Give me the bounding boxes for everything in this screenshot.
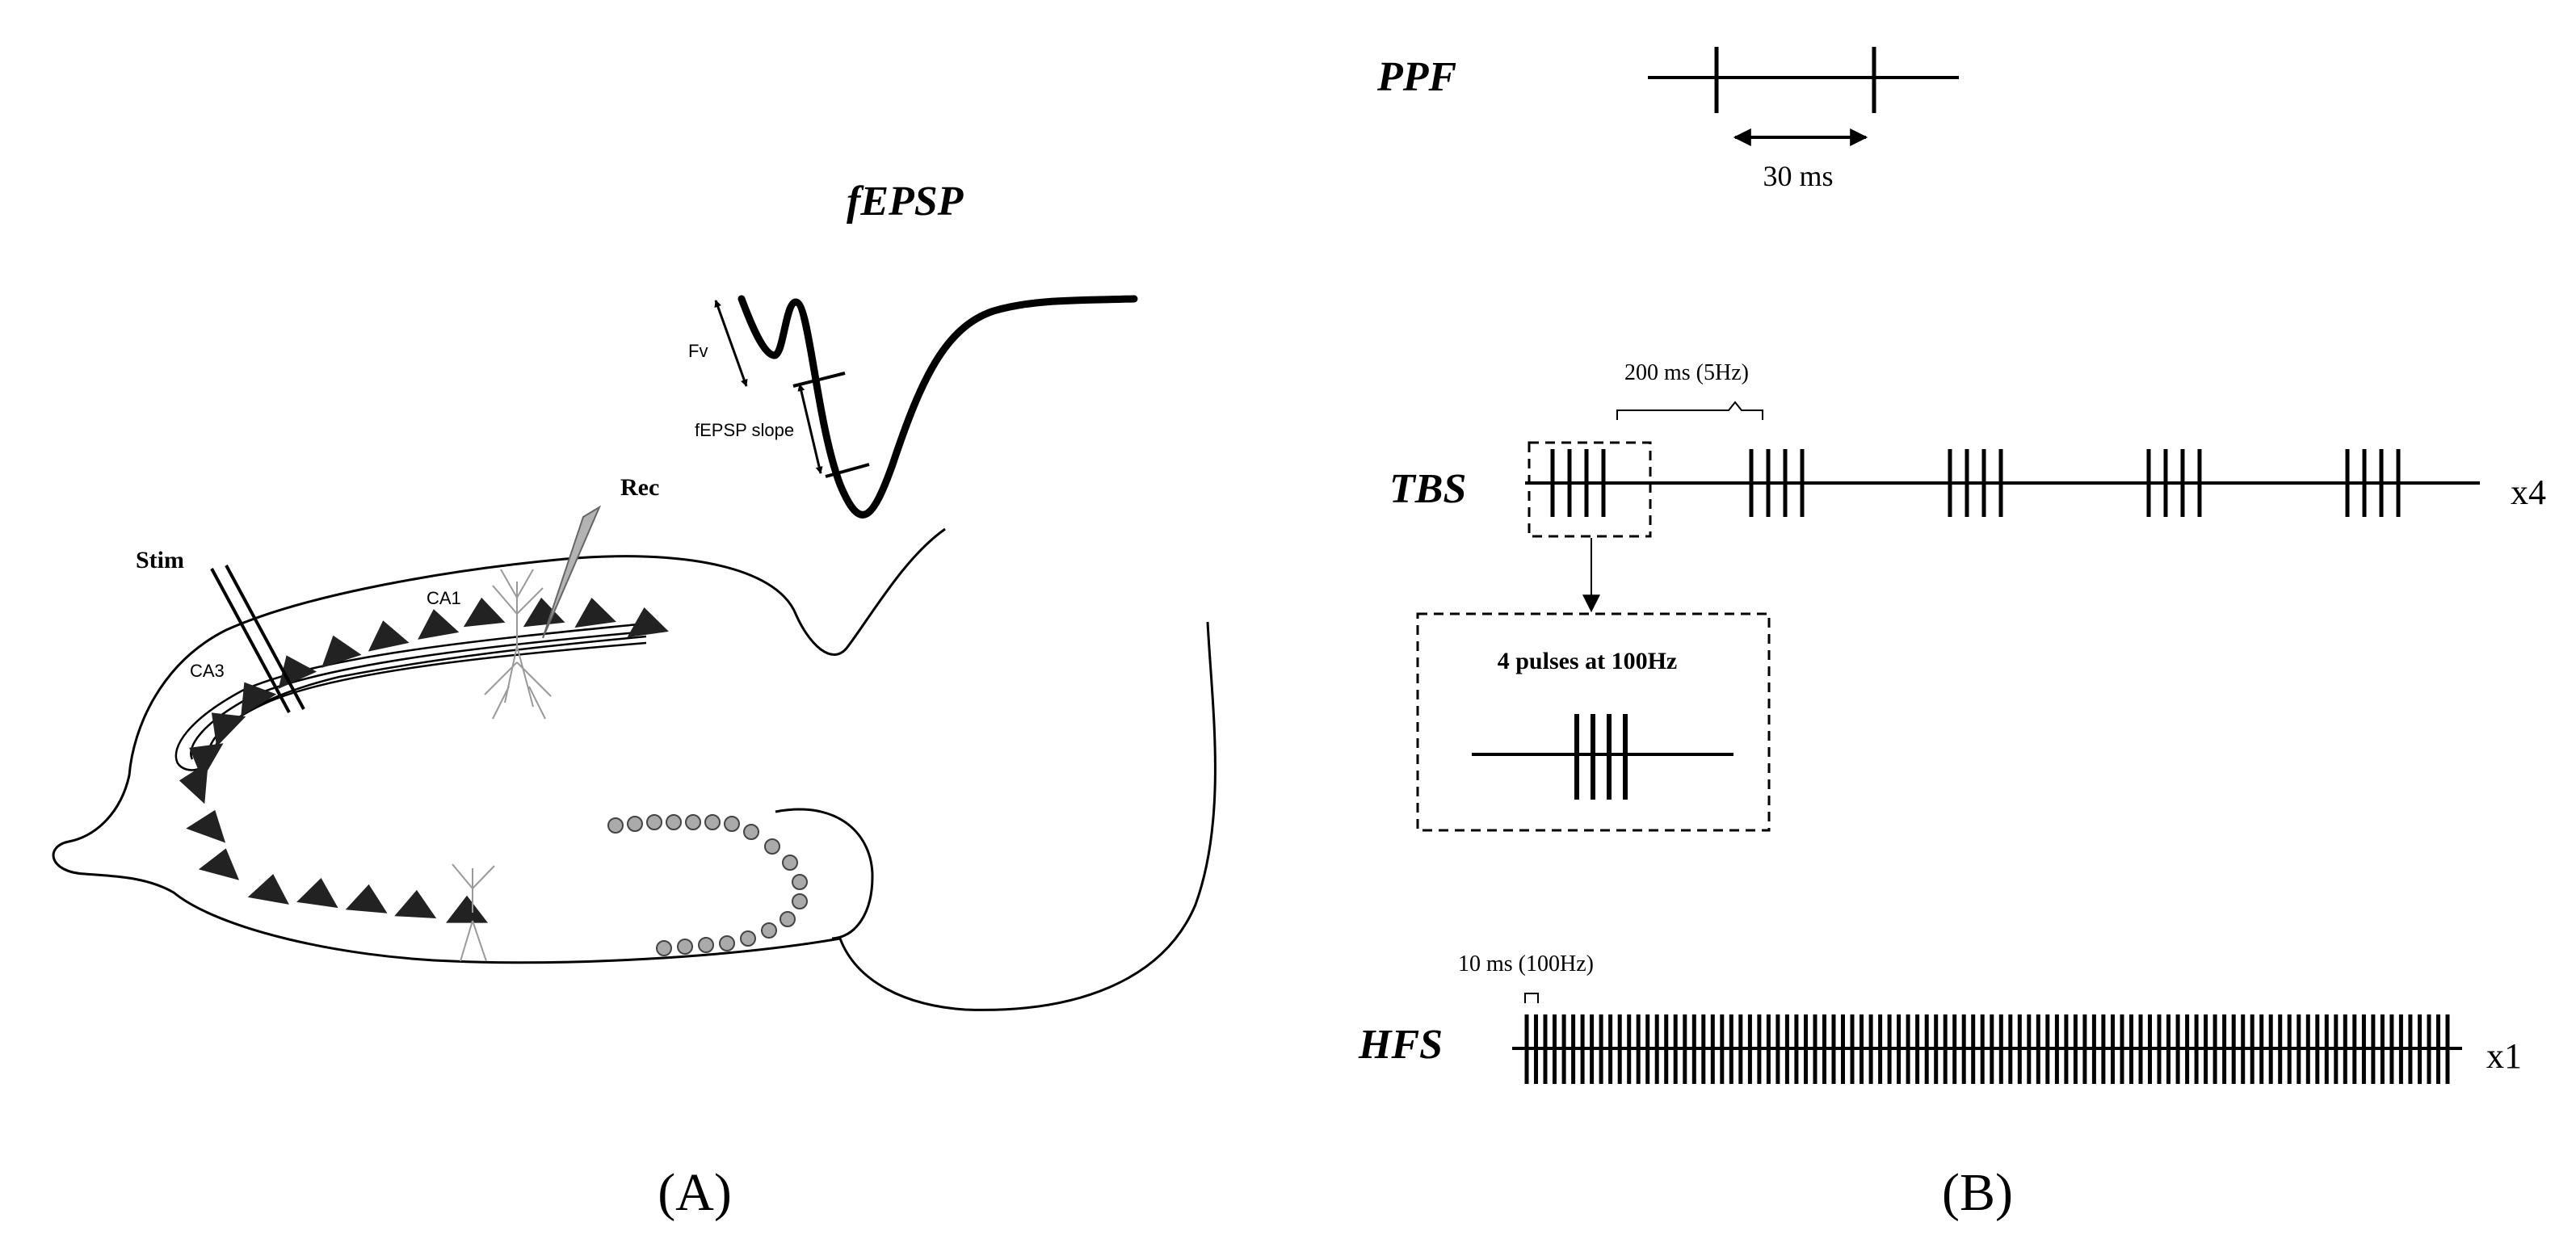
ca1-neuron — [484, 569, 552, 720]
slice-outline — [52, 527, 1217, 1011]
stim-electrode — [210, 565, 305, 713]
pyramidal-cell — [321, 635, 362, 668]
granule-cell — [724, 816, 740, 832]
dentate-contour — [775, 808, 874, 940]
granule-cell — [743, 824, 759, 840]
pyramidal-cell — [394, 889, 437, 918]
tbs-inset-box — [1416, 612, 1771, 832]
pyramidal-cell — [241, 682, 277, 717]
granule-cell — [656, 940, 672, 956]
pyramidal-cell — [247, 874, 289, 905]
panel-a-label: (A) — [658, 1163, 732, 1222]
pyramidal-cell — [211, 712, 246, 747]
granule-cell — [627, 816, 643, 832]
granule-cell — [740, 930, 756, 947]
tbs-inset-pulses — [1574, 714, 1628, 800]
pyramidal-cell — [179, 762, 208, 804]
tbs-repeat-label: x4 — [2511, 472, 2546, 512]
tbs-interval-brace — [1616, 401, 1763, 420]
stim-label: Stim — [136, 547, 184, 573]
granule-cell — [607, 817, 624, 834]
slope-label: fEPSP slope — [695, 420, 794, 440]
granule-cell — [719, 935, 735, 951]
ppf-label: PPF — [1376, 54, 1456, 100]
tbs-pulses — [1550, 449, 2401, 517]
pyramidal-cell — [368, 620, 410, 652]
ca-pyramidal-cells — [179, 597, 669, 923]
pyramidal-cell — [198, 848, 240, 880]
granule-cell — [782, 855, 798, 871]
tbs-label: TBS — [1389, 466, 1466, 512]
fv-arrow — [714, 300, 748, 387]
pyramidal-cell — [463, 597, 506, 628]
granule-cell — [792, 874, 808, 890]
granule-cell — [761, 922, 777, 939]
panel-b-label: (B) — [1942, 1163, 2013, 1222]
rec-label: Rec — [620, 474, 659, 501]
pyramidal-cell — [627, 607, 669, 638]
dg-neuron — [452, 863, 495, 962]
granule-cell — [704, 814, 721, 830]
pyramidal-cell — [345, 884, 388, 914]
tbs-interval-label: 200 ms (5Hz) — [1624, 360, 1749, 385]
hfs-repeat-label: x1 — [2486, 1036, 2522, 1076]
pyramidal-cell — [189, 743, 224, 780]
dentate-granule-cells — [607, 814, 808, 956]
ca3-label: CA3 — [190, 661, 225, 681]
granule-cell — [698, 937, 714, 953]
granule-cell — [685, 814, 701, 830]
fepsp-trace — [738, 295, 1138, 519]
pyramidal-cell — [186, 809, 226, 843]
tbs-inset-label: 4 pulses at 100Hz — [1498, 648, 1678, 674]
slope-tick-lower — [825, 463, 870, 478]
granule-cell — [780, 911, 796, 927]
pyramidal-cell — [574, 597, 616, 628]
granule-cell — [792, 893, 808, 909]
ca1-label: CA1 — [427, 588, 461, 608]
fepsp-title: fEPSP — [847, 178, 964, 225]
slope-arrow — [797, 384, 823, 474]
pyramidal-cell — [418, 609, 460, 640]
pyramidal-cell — [446, 895, 488, 923]
granule-cell — [764, 838, 780, 855]
panel-b: PPF 30 ms 200 ms (5Hz) TBS x4 4 pulses a… — [1358, 47, 2546, 1222]
granule-cell — [646, 814, 662, 830]
pyramidal-cell — [296, 877, 338, 909]
hfs-interval-bracket — [1524, 993, 1539, 1003]
fv-label: Fv — [688, 341, 708, 361]
hfs-interval-label: 10 ms (100Hz) — [1458, 951, 1594, 976]
hfs-pulses — [1524, 1014, 2450, 1084]
granule-cell — [677, 939, 693, 955]
rec-electrode — [542, 505, 602, 639]
panel-a: Stim Rec CA1 CA3 fEPSP Fv fEPSP slope (A… — [52, 178, 1217, 1222]
hfs-label: HFS — [1358, 1022, 1443, 1068]
granule-cell — [666, 814, 682, 830]
ppf-interval-label: 30 ms — [1763, 160, 1833, 192]
pyramidal-cell — [523, 597, 565, 628]
tbs-burst-highlight — [1528, 441, 1652, 538]
